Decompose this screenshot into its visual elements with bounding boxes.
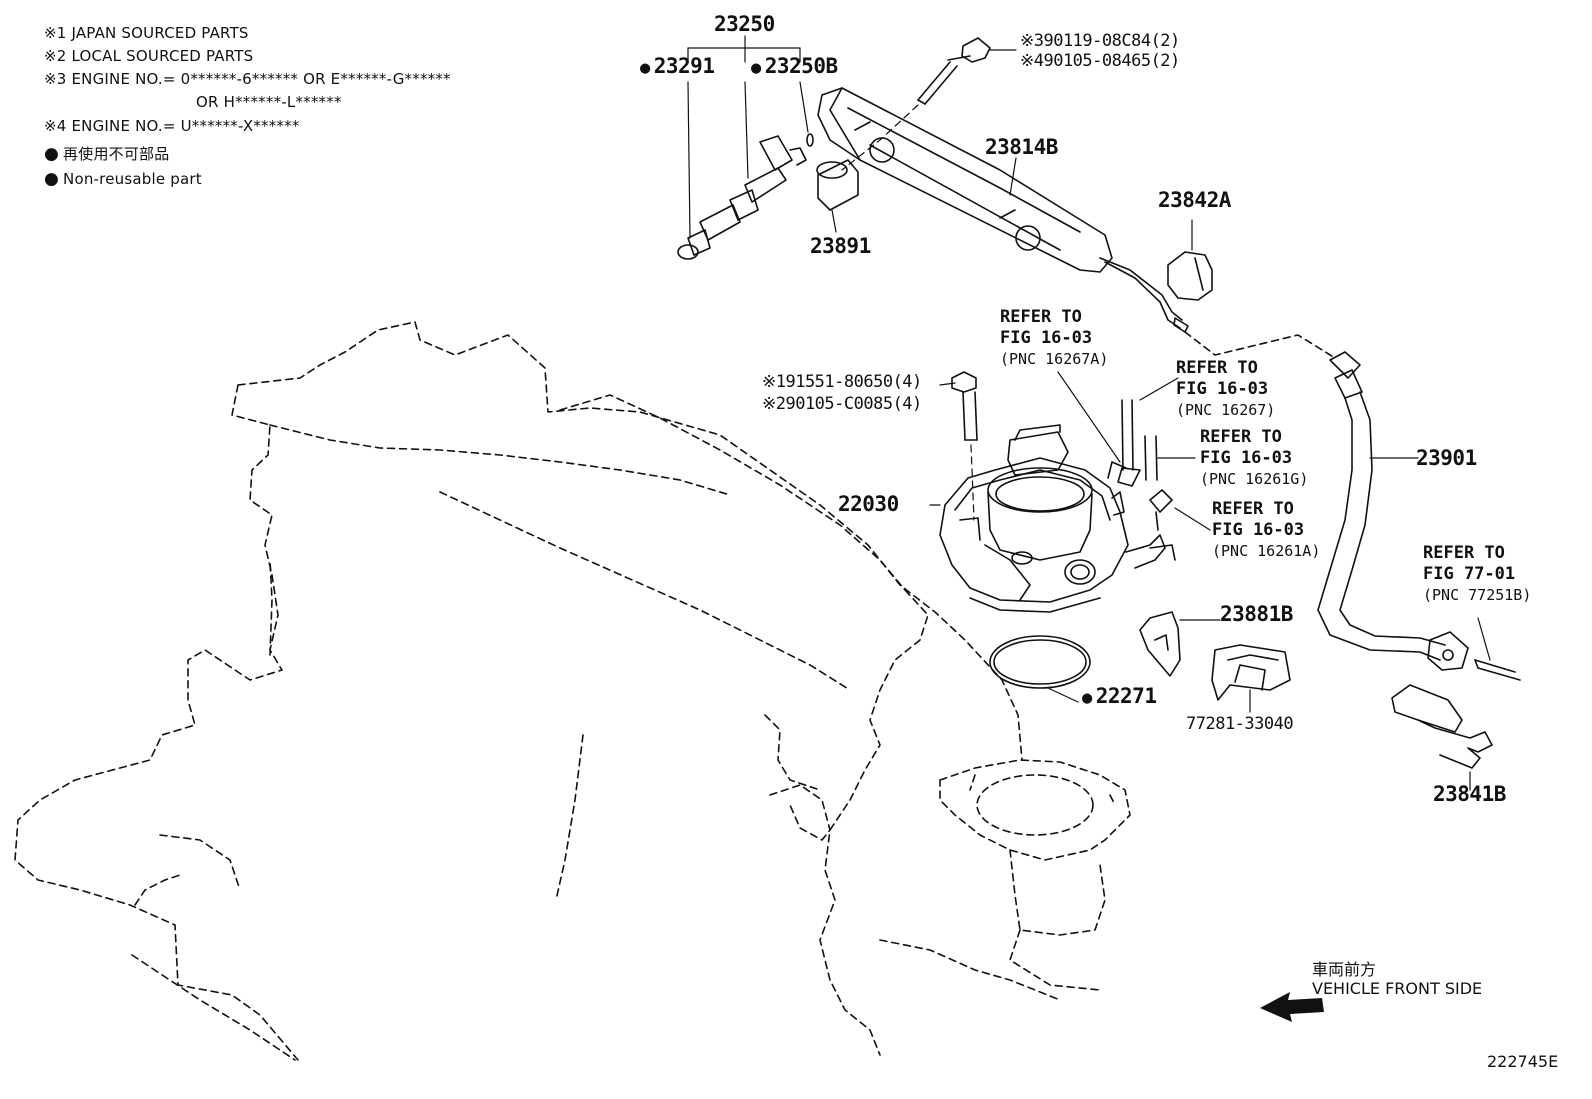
bolt-label-91551: ※191551-80650(4)	[762, 372, 922, 392]
note-japan-sourced: ※1 JAPAN SOURCED PARTS	[44, 24, 249, 42]
vehicle-front-arrow	[1260, 992, 1324, 1022]
engine-block-outline	[14, 321, 1061, 1061]
part-label-23250b: 23250B	[751, 54, 838, 78]
bracket-23881b	[1139, 611, 1221, 677]
refer-fig-16-03-16267: REFER TO FIG 16-03 (PNC 16267)	[1176, 358, 1275, 421]
part-label-23881b: 23881B	[1220, 602, 1293, 626]
throttle-hoses	[1057, 371, 1211, 561]
refer-pnc: (PNC 77251B)	[1423, 586, 1532, 604]
refer-fig-16-03-16261a: REFER TO FIG 16-03 (PNC 16261A)	[1212, 499, 1320, 562]
clip-23841b	[1391, 684, 1493, 791]
note-engine-no-3b: OR H******-L******	[196, 93, 342, 111]
part-label-22030: 22030	[838, 492, 899, 516]
refer-pnc: (PNC 16261A)	[1212, 542, 1321, 560]
bolt-label-90119: ※390119-08C84(2)	[1020, 31, 1180, 51]
throttle-body	[929, 424, 1166, 613]
refer-fig-16-03-16267a: REFER TO FIG 16-03 (PNC 16267A)	[1000, 307, 1108, 370]
refer-line2: FIG 77-01	[1423, 564, 1516, 584]
part-label-23250: 23250	[714, 12, 775, 36]
bolt-label-90105-c0085: ※290105-C0085(4)	[762, 394, 922, 414]
refer-pnc: (PNC 16267)	[1176, 401, 1276, 419]
refer-fig-77-01-77251b: REFER TO FIG 77-01 (PNC 77251B)	[1423, 543, 1531, 606]
bolt-label-90105-08465: ※490105-08465(2)	[1020, 51, 1180, 71]
injector-leaders	[687, 35, 809, 239]
refer-line1: REFER TO	[1212, 499, 1294, 519]
refer-line1: REFER TO	[1200, 427, 1282, 447]
part-label-22271: 22271	[1082, 684, 1157, 708]
part-label-23842a: 23842A	[1158, 188, 1231, 212]
refer-pnc: (PNC 16267A)	[1000, 350, 1109, 368]
intake-flange-outline	[769, 759, 1131, 991]
legend-non-reusable-jp: 再使用不可部品	[44, 143, 169, 164]
refer-pnc: (PNC 16261G)	[1200, 470, 1309, 488]
refer-line1: REFER TO	[1000, 307, 1082, 327]
refer-fig-16-03-16261g: REFER TO FIG 16-03 (PNC 16261G)	[1200, 427, 1308, 490]
legend-non-reusable-en: Non-reusable part	[44, 169, 202, 189]
cushion-23842a	[1167, 219, 1213, 301]
vehicle-front-label-jp: 車両前方	[1312, 960, 1377, 979]
note-engine-no-4: ※4 ENGINE NO.= U******-X******	[44, 117, 300, 135]
refer-line2: FIG 16-03	[1200, 448, 1293, 468]
vehicle-front-label-en: VEHICLE FRONT SIDE	[1312, 979, 1483, 998]
rail-bolt	[841, 37, 1017, 171]
insulator-23891	[816, 159, 859, 233]
part-label-23291: 23291	[640, 54, 715, 78]
note-local-sourced: ※2 LOCAL SOURCED PARTS	[44, 47, 254, 65]
refer-line1: REFER TO	[1423, 543, 1505, 563]
refer-line1: REFER TO	[1176, 358, 1258, 378]
part-label-23901: 23901	[1416, 446, 1477, 470]
fuel-hose-23901	[1317, 351, 1521, 681]
rail-hose-dashed-link	[1184, 331, 1336, 359]
throttle-bolt	[939, 371, 978, 521]
note-engine-no-3a: ※3 ENGINE NO.= 0******-6****** OR E*****…	[44, 70, 451, 88]
diagram-id: 222745E	[1487, 1052, 1559, 1071]
refer-line2: FIG 16-03	[1000, 328, 1093, 348]
fuel-injector	[677, 133, 814, 260]
fuel-delivery-pipe	[817, 87, 1189, 333]
gasket-22271	[989, 635, 1091, 703]
clamp-77281	[1211, 644, 1291, 713]
part-label-23891: 23891	[810, 234, 871, 258]
refer-line2: FIG 16-03	[1176, 379, 1269, 399]
refer-line2: FIG 16-03	[1212, 520, 1305, 540]
part-label-23814b: 23814B	[985, 135, 1058, 159]
part-label-23841b: 23841B	[1433, 782, 1506, 806]
part-label-77281-33040: 77281-33040	[1186, 714, 1294, 734]
